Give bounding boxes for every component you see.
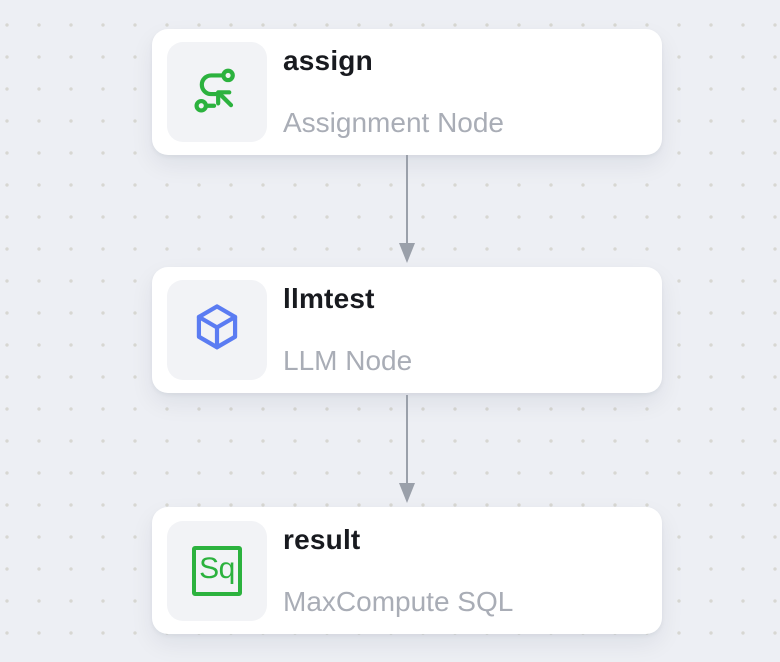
node-result[interactable]: Sq result MaxCompute SQL bbox=[152, 507, 662, 634]
node-title: llmtest bbox=[283, 283, 375, 314]
connector-assign-to-llmtest[interactable] bbox=[397, 155, 417, 263]
node-title: result bbox=[283, 523, 361, 555]
assignment-route-icon bbox=[189, 62, 245, 123]
node-llmtest[interactable]: llmtest LLM Node bbox=[152, 267, 662, 393]
sql-square-icon: Sq bbox=[192, 545, 242, 596]
node-subtitle: MaxCompute SQL bbox=[283, 585, 514, 617]
cube-icon bbox=[189, 300, 245, 361]
node-icon-tile bbox=[167, 280, 267, 380]
node-icon-tile: Sq bbox=[167, 520, 267, 621]
connector-llmtest-to-result[interactable] bbox=[397, 395, 417, 503]
node-assign[interactable]: assign Assignment Node bbox=[152, 29, 662, 155]
node-title: assign bbox=[283, 45, 373, 76]
node-icon-tile bbox=[167, 42, 267, 142]
node-subtitle: LLM Node bbox=[283, 345, 413, 376]
node-subtitle: Assignment Node bbox=[283, 107, 505, 138]
